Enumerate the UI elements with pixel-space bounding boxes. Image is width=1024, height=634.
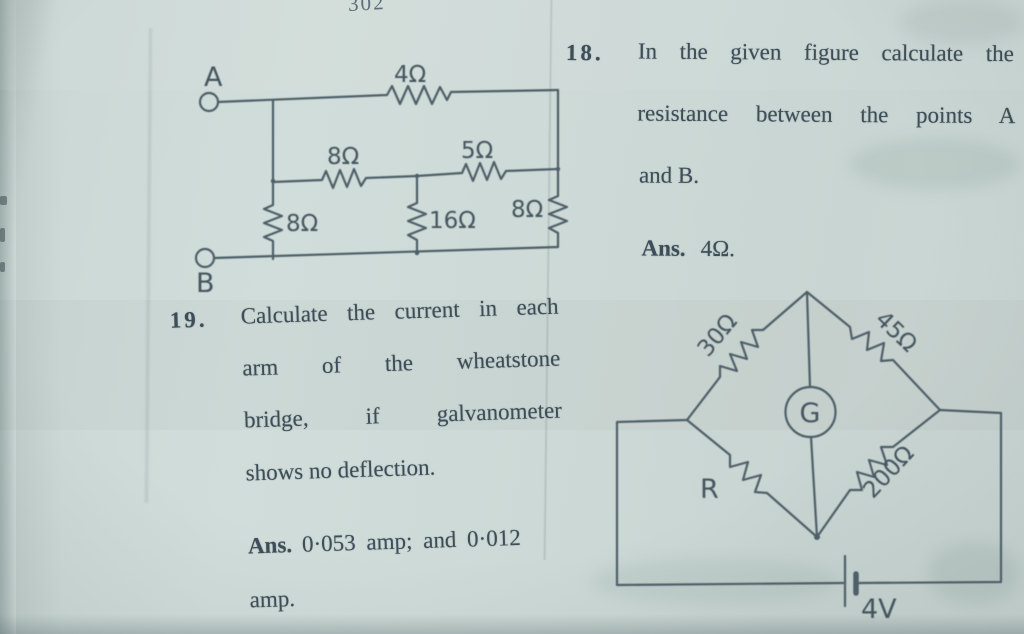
arm-30ohm — [685, 290, 809, 422]
answer-label: Ans. — [247, 532, 293, 559]
right-branch-8ohm — [547, 88, 569, 249]
shunt-left-8ohm — [262, 180, 284, 261]
problem-19-line: shows no deflection. — [245, 454, 436, 486]
page-curve-shading — [16, 0, 62, 634]
arm-200ohm — [815, 408, 942, 539]
resistor-8ohm-left-label: 8Ω — [286, 211, 318, 237]
problem-18-number: 18. — [565, 40, 604, 66]
resistor-200ohm-label: 200Ω — [858, 441, 919, 504]
arm-R — [685, 418, 819, 539]
shunt-middle-16ohm — [406, 174, 428, 256]
resistor-16ohm-label: 16Ω — [429, 208, 476, 234]
junction-dot — [414, 173, 420, 179]
answer-label: Ans. — [641, 235, 686, 261]
problem-18: 18. In the given figure calculate the re… — [563, 34, 1024, 262]
ink-bleed-smudge — [928, 542, 1020, 604]
galvanometer-label: G — [800, 398, 821, 429]
battery-loop-right — [856, 408, 1003, 585]
problem-19-line: arm of the wheatstone — [241, 345, 561, 381]
resistor-8ohm-right-label: 8Ω — [511, 197, 543, 223]
battery-loop-left — [615, 418, 845, 587]
junction-dot — [555, 166, 561, 172]
page-margin-line — [144, 27, 153, 504]
bridge-bottom-node-dot — [814, 534, 820, 540]
junction-dot — [270, 178, 276, 184]
resistor-30ohm-label: 30Ω — [693, 309, 743, 362]
page-edge-shadow — [0, 0, 16, 634]
junction-dot — [414, 250, 420, 256]
resistor-45ohm-label: 45Ω — [870, 306, 922, 357]
problem-18-answer: Ans. 4Ω. — [641, 236, 735, 263]
arm-45ohm — [805, 290, 942, 412]
answer-value: 4Ω. — [700, 235, 736, 262]
top-wire-4ohm — [216, 84, 560, 106]
terminal-b-circle — [194, 247, 216, 269]
problem-19-answer-continued: amp. — [249, 586, 296, 613]
galvanometer-branch-bottom — [809, 435, 819, 539]
resistor-4ohm-label: 4Ω — [394, 62, 426, 88]
answer-value: 0·053 amp; and 0·012 — [301, 524, 522, 557]
problem-19-answer: Ans. 0·053 amp; and 0·012 — [248, 525, 522, 560]
corner-shading — [900, 0, 1024, 44]
page-number: 302 — [347, 0, 387, 16]
galvanometer-branch-top — [805, 290, 812, 389]
problem-18-line: In the given figure calculate the — [637, 38, 1014, 67]
problem-19: 19. Calculate the current in each arm of… — [163, 281, 575, 613]
galvanometer-circle — [784, 385, 837, 439]
problem-19-line: Calculate the current in each — [240, 293, 559, 329]
bottom-shadow — [0, 614, 1024, 634]
edge-mark — [0, 262, 5, 272]
ink-bleed-smudge — [850, 138, 1020, 190]
terminal-b-label: B — [196, 268, 215, 299]
resistor-R-label: R — [700, 474, 719, 505]
problem-18-line: and B. — [638, 162, 700, 188]
wheatstone-bridge-diagram: 30Ω 45Ω R 200Ω G 4V — [615, 290, 1003, 625]
edge-mark — [0, 196, 7, 205]
terminal-a-label: A — [204, 62, 223, 93]
middle-rail-8ohm-5ohm — [271, 160, 560, 190]
bottom-rail — [212, 245, 560, 260]
problem-18-line: resistance between the points A — [637, 100, 1016, 129]
battery-voltage-label: 4V — [861, 594, 897, 625]
resistor-network-diagram: A B 4Ω 8Ω 5Ω 8Ω 16Ω 8Ω — [194, 62, 569, 299]
problem-19-number: 19. — [169, 306, 208, 333]
edge-mark — [0, 228, 5, 242]
terminal-a-circle — [198, 91, 220, 113]
page-crease-line — [543, 0, 553, 560]
ink-bleed-smudge — [590, 558, 840, 604]
problem-19-line: bridge, if galvanometer — [243, 397, 563, 433]
resistor-8ohm-mid-label: 8Ω — [327, 144, 359, 170]
resistor-5ohm-label: 5Ω — [461, 138, 493, 164]
